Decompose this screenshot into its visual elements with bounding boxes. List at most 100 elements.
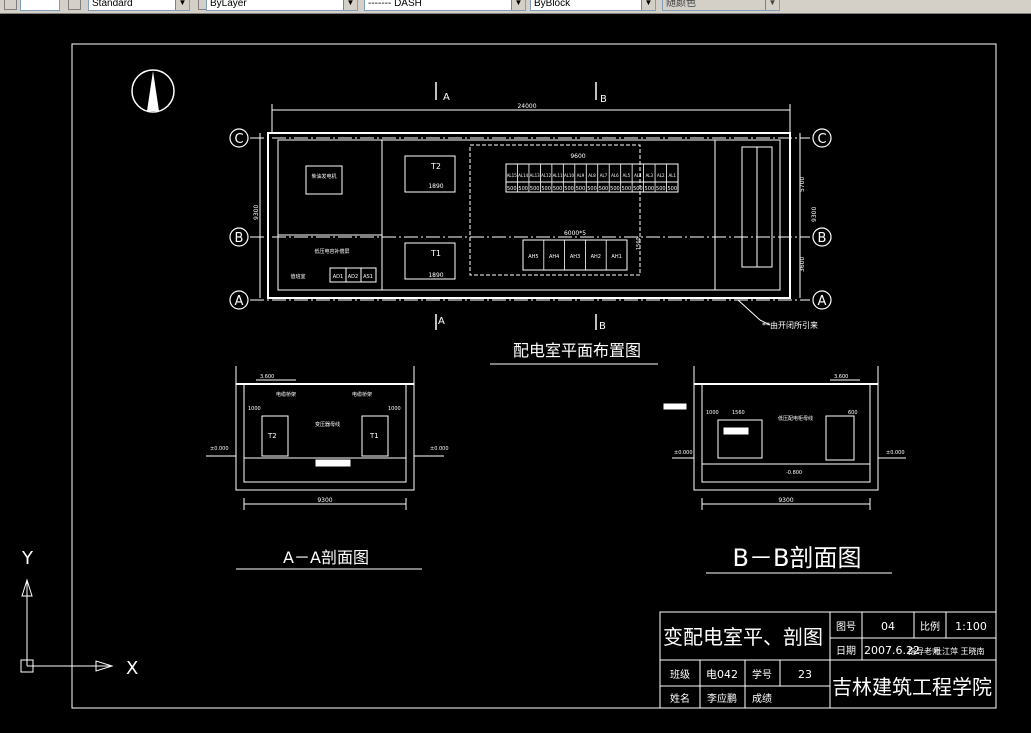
plan-title: 配电室平面布置图: [513, 341, 641, 360]
grid-label-b-left: B: [235, 231, 244, 246]
al-panel-size: 500: [541, 186, 551, 192]
section-aa-title: A－A剖面图: [283, 548, 369, 567]
al-panel-label: AL9: [577, 173, 585, 178]
tb-class-label: 班级: [670, 669, 690, 681]
tb-drawing-no: 04: [881, 620, 895, 633]
al-panel-size: 500: [530, 186, 540, 192]
room-generator: 柴油发电机: [311, 173, 336, 180]
bb-dim-c: 600: [848, 410, 858, 416]
linetype-select[interactable]: ------- DASH ▼: [364, 0, 526, 11]
aa-label-mid: 变压器母线: [315, 421, 340, 428]
bb-elev-floor: -0.800: [786, 470, 802, 476]
chevron-down-icon[interactable]: ▼: [511, 0, 525, 10]
ah-panel-label: AH2: [591, 254, 601, 260]
dim-style-icon[interactable]: [68, 0, 81, 10]
al-panel-label: AL13: [530, 173, 541, 178]
bb-elev-left: ±0.000: [674, 450, 693, 456]
aa-elev-left: ±0.000: [210, 446, 229, 452]
aa-dim-left: 1000: [248, 406, 261, 412]
bb-elev-right: ±0.000: [886, 450, 905, 456]
room-control: 低压电容补偿屏: [314, 248, 349, 255]
grid-label-c-right: C: [817, 132, 826, 147]
bb-elev-top: 3.600: [834, 374, 848, 380]
transformer-t1: T1: [430, 249, 441, 258]
al-panel-size: 500: [622, 186, 632, 192]
drawing-canvas[interactable]: AL15 500 AL14 500 AL13 500 AL12 500 AL11 500 AL10 5…: [0, 14, 1031, 733]
chevron-down-icon[interactable]: ▼: [765, 0, 779, 10]
al-panel-group: AL15 500 AL14 500 AL13 500 AL12 500 AL11 500 AL10 5…: [507, 164, 677, 192]
tb-student-no-label: 学号: [752, 668, 772, 681]
lineweight-value: ByBlock: [534, 0, 571, 9]
grid-label-a-right: A: [818, 294, 827, 309]
al-panel-size: 500: [507, 186, 517, 192]
dim-left: 9300: [253, 205, 260, 220]
color-select[interactable]: 随颜色 ▼: [662, 0, 780, 11]
tb-teacher-label: 指导老师: [908, 646, 940, 656]
tb-student-no: 23: [798, 668, 812, 681]
drawing-frame: [71, 43, 997, 709]
chevron-down-icon[interactable]: ▼: [343, 0, 357, 10]
tb-date: 2007.6.22: [864, 644, 920, 657]
bb-label-mid: 低压配电柜母线: [778, 415, 813, 422]
al-panel-label: AL4: [634, 173, 642, 178]
ucs-icon: [20, 578, 114, 673]
dim-right-mid: 9300: [811, 207, 818, 222]
al-panel-size: 500: [587, 186, 597, 192]
al-panel-label: AL2: [657, 173, 665, 178]
ah-panel-label: AH5: [528, 254, 538, 260]
chevron-down-icon[interactable]: ▼: [641, 0, 655, 10]
dim-total: 24000: [517, 103, 536, 110]
tb-school: 吉林建筑工程学院: [832, 675, 992, 699]
north-arrow-icon: [131, 69, 175, 113]
ah-panel-label: AH4: [549, 254, 559, 260]
tb-scale: 1:100: [955, 620, 987, 633]
al-panel-size: 500: [656, 186, 666, 192]
text-style-icon[interactable]: [4, 0, 17, 10]
al-panel-size: 500: [667, 186, 677, 192]
section-bb-title: B－B剖面图: [733, 544, 862, 572]
title-block: [659, 611, 997, 709]
layer-value: ByLayer: [210, 0, 247, 9]
al-panel-label: AL12: [541, 173, 552, 178]
al-panel-label: AL11: [553, 173, 564, 178]
section-aa-drawing: [206, 366, 444, 510]
al-panel-size: 500: [645, 186, 655, 192]
color-value: 随颜色: [666, 0, 696, 9]
grid-bubble-c-right: [812, 128, 832, 148]
tb-teacher: 杜江萍 王晓南: [934, 646, 985, 656]
dim-t1: 1890: [428, 272, 443, 279]
transformer-t2: T2: [430, 162, 441, 171]
section-mark-a-top: A: [443, 92, 450, 103]
tb-drawing-no-label: 图号: [836, 621, 856, 633]
dim-right-bottom: 3600: [799, 257, 806, 272]
al-panel-size: 500: [599, 186, 609, 192]
grid-bubble-b-right: [812, 227, 832, 247]
grid-bubble-a-right: [812, 290, 832, 310]
aa-transformer-left: T2: [267, 432, 277, 440]
lineweight-select[interactable]: ByBlock ▼: [530, 0, 656, 11]
layer-select[interactable]: ByLayer ▼: [206, 0, 358, 11]
tb-date-label: 日期: [836, 645, 856, 657]
al-panel-size: 500: [518, 186, 528, 192]
chevron-down-icon[interactable]: ▼: [175, 0, 189, 10]
al-panel-label: AL10: [564, 173, 575, 178]
room-duty: 值班室: [290, 273, 305, 280]
section-mark-b-bottom: B: [599, 321, 606, 332]
text-style-field[interactable]: [20, 0, 60, 11]
dim-width: 1560: [636, 237, 642, 250]
tb-drawing-title: 变配电室平、剖图: [663, 625, 823, 649]
text-style-select[interactable]: Standard ▼: [88, 0, 190, 11]
al-panel-label: AL7: [600, 173, 608, 178]
al-panel-label: AL1: [669, 173, 677, 178]
ucs-y-label: Y: [21, 548, 34, 569]
section-mark-b-top: B: [600, 94, 607, 105]
tb-name: 李应鹏: [707, 692, 737, 705]
grid-bubble-a-left: [229, 290, 249, 310]
al-panel-size: 500: [633, 186, 643, 192]
bb-dim-a: 1000: [706, 410, 719, 416]
al-panel-label: AL15: [507, 173, 518, 178]
al-panel-label: AL14: [518, 173, 529, 178]
panel-as1: AS1: [363, 274, 373, 280]
